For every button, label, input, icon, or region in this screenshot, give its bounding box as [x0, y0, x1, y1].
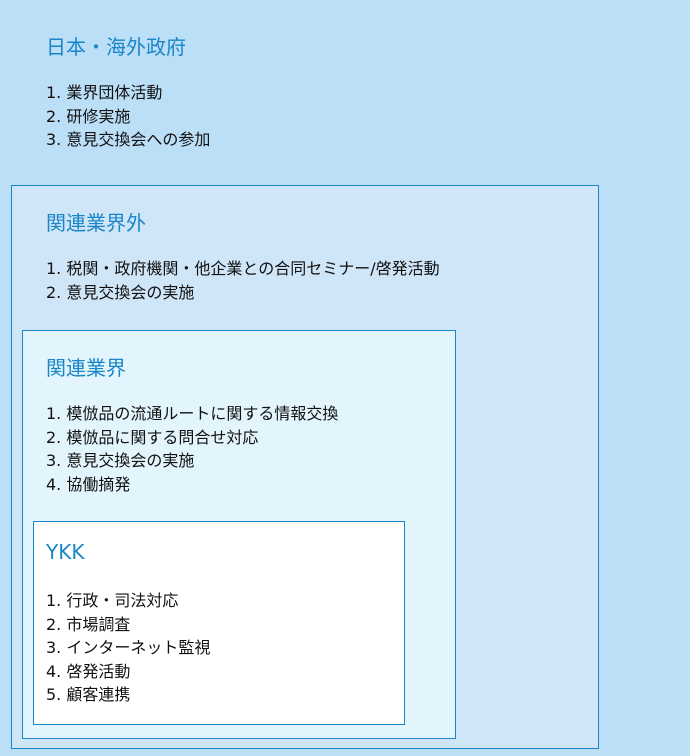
related-industry-title: 関連業界: [46, 356, 126, 380]
outside-industry-title: 関連業界外: [46, 211, 146, 235]
ykk-box: [33, 521, 405, 725]
government-list: 1. 業界団体活動 2. 研修実施 3. 意見交換会への参加: [46, 81, 210, 152]
list-item: 5. 顧客連携: [46, 685, 131, 704]
list-item: 2. 模倣品に関する問合せ対応: [46, 427, 259, 447]
ykk-title: YKK: [46, 540, 85, 564]
ykk-list: 1. 行政・司法対応 2. 市場調査 3. インターネット監視 4. 啓発活動 …: [46, 589, 210, 707]
list-item: 1. 模倣品の流通ルートに関する情報交換: [46, 404, 339, 423]
list-item: 2. 市場調査: [46, 614, 131, 634]
list-item: 4. 協働摘発: [46, 474, 131, 494]
list-item: 3. インターネット監視: [46, 638, 211, 657]
outside-industry-list: 1. 税関・政府機関・他企業との合同セミナー/啓発活動 2. 意見交換会の実施: [46, 257, 440, 304]
list-item: 3. 意見交換会への参加: [46, 130, 211, 149]
list-item: 2. 研修実施: [46, 106, 131, 126]
list-item: 1. 税関・政府機関・他企業との合同セミナー/啓発活動: [46, 259, 440, 278]
government-title: 日本・海外政府: [46, 35, 186, 59]
list-item: 1. 業界団体活動: [46, 83, 163, 102]
related-industry-list: 1. 模倣品の流通ルートに関する情報交換 2. 模倣品に関する問合せ対応 3. …: [46, 402, 338, 496]
list-item: 1. 行政・司法対応: [46, 591, 179, 610]
list-item: 2. 意見交換会の実施: [46, 282, 195, 302]
list-item: 4. 啓発活動: [46, 661, 131, 681]
list-item: 3. 意見交換会の実施: [46, 451, 195, 470]
